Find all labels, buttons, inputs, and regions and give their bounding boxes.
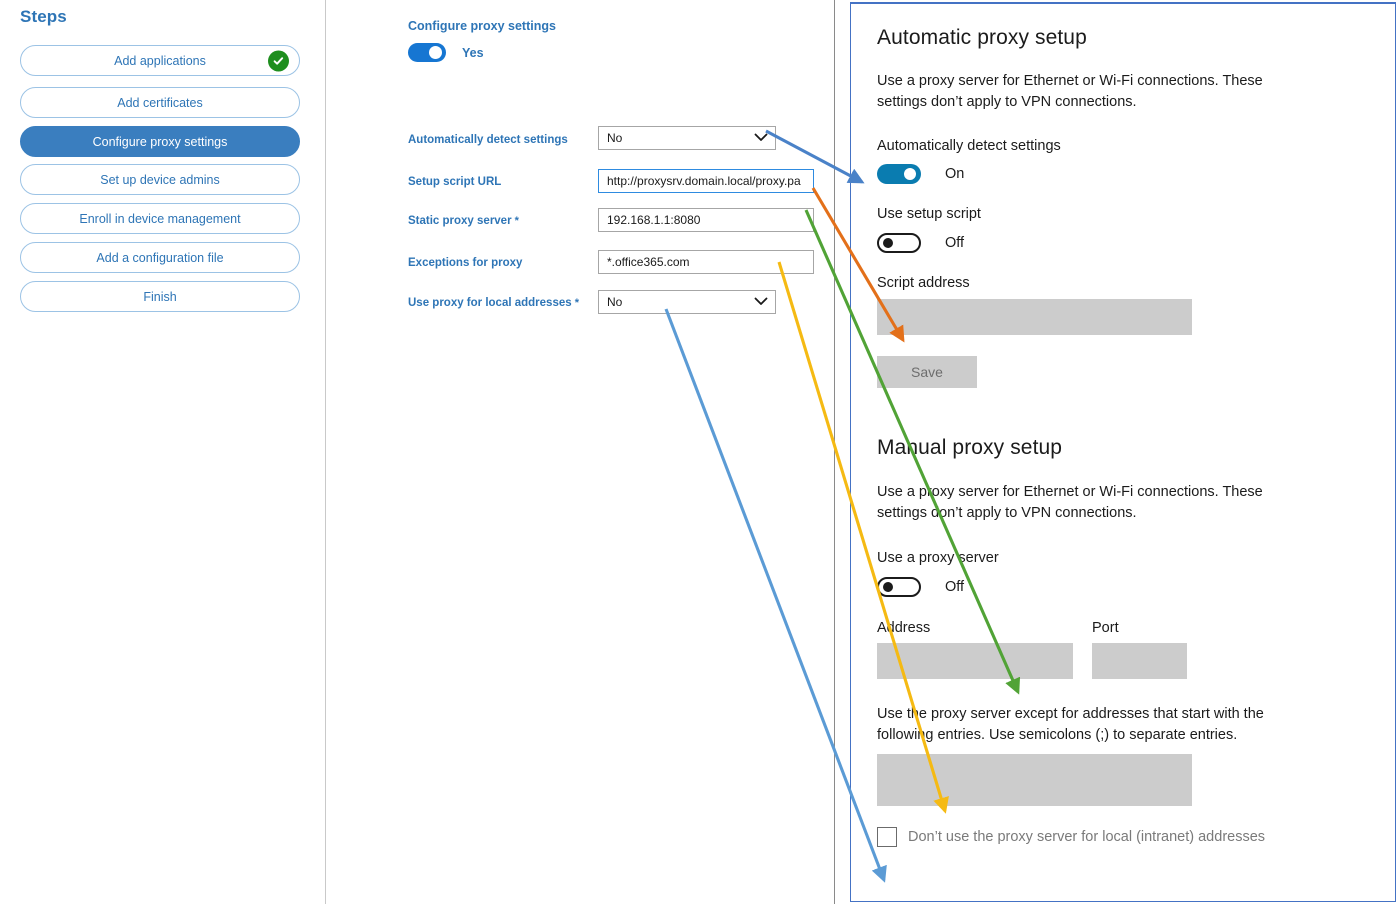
use-setup-script-label: Use setup script	[877, 206, 981, 223]
step-item-add-applications[interactable]: Add applications	[20, 45, 300, 76]
use-a-proxy-server-toggle[interactable]	[877, 577, 921, 598]
required-asterisk: *	[571, 297, 579, 309]
select-automatically-detect-settings[interactable]: No	[598, 126, 776, 150]
use-a-proxy-server-toggle-row: Off	[877, 577, 1377, 598]
step-item-set-up-device-admins[interactable]: Set up device admins	[20, 164, 300, 195]
automatically-detect-settings-toggle[interactable]	[877, 164, 921, 185]
step-label: Add certificates	[117, 95, 203, 110]
input-static-proxy-server[interactable]: 192.168.1.1:8080	[598, 208, 814, 232]
steps-panel-title: Steps	[20, 7, 67, 26]
use-setup-script-state: Off	[945, 235, 965, 252]
save-button[interactable]: Save	[877, 356, 977, 389]
step-item-finish[interactable]: Finish	[20, 281, 300, 312]
port-input[interactable]	[1092, 643, 1187, 680]
script-address-input[interactable]	[877, 299, 1192, 336]
input-setup-script-url[interactable]: http://proxysrv.domain.local/proxy.pa	[598, 169, 814, 193]
automatic-proxy-setup-heading: Automatic proxy setup	[877, 26, 1087, 49]
select-value: No	[607, 295, 623, 309]
step-item-add-certificates[interactable]: Add certificates	[20, 87, 300, 118]
address-group: Address	[877, 620, 1073, 680]
automatically-detect-settings-state: On	[945, 166, 965, 183]
label-use-proxy-for-local-addresses: Use proxy for local addresses *	[408, 297, 579, 309]
bypass-local-addresses-label: Don’t use the proxy server for local (in…	[908, 829, 1266, 846]
use-setup-script-toggle-row: Off	[877, 233, 1377, 254]
address-label: Address	[877, 620, 931, 637]
check-circle-icon	[268, 50, 289, 71]
panel-divider	[834, 0, 835, 904]
automatic-proxy-description: Use a proxy server for Ethernet or Wi-Fi…	[877, 73, 1263, 110]
exceptions-description: Use the proxy server except for addresse…	[877, 706, 1264, 743]
step-item-configure-proxy-settings[interactable]: Configure proxy settings	[20, 126, 300, 157]
port-label: Port	[1092, 620, 1119, 637]
label-static-proxy-server: Static proxy server *	[408, 215, 519, 227]
select-use-proxy-for-local-addresses[interactable]: No	[598, 290, 776, 314]
step-label: Finish	[143, 289, 177, 304]
label-automatically-detect-settings: Automatically detect settings	[408, 134, 568, 146]
bypass-local-addresses-checkbox[interactable]	[877, 827, 897, 848]
windows-settings-content: Automatic proxy setup Use a proxy server…	[877, 4, 1377, 848]
use-a-proxy-server-label: Use a proxy server	[877, 550, 999, 567]
configure-proxy-toggle-row: Yes	[408, 43, 484, 62]
automatically-detect-settings-label: Automatically detect settings	[877, 138, 1061, 155]
exceptions-input[interactable]	[877, 754, 1192, 807]
steps-panel: Steps Add applications Add certificates …	[0, 0, 326, 904]
chevron-down-icon	[754, 295, 768, 309]
proxy-form-panel: Configure proxy settings Yes Automatical…	[326, 0, 834, 904]
configure-proxy-toggle[interactable]	[408, 43, 446, 62]
step-label: Enroll in device management	[79, 211, 241, 226]
windows-proxy-settings-panel: Automatic proxy setup Use a proxy server…	[850, 2, 1396, 902]
step-label: Set up device admins	[100, 172, 220, 187]
automatically-detect-settings-toggle-row: On	[877, 164, 1377, 185]
select-value: No	[607, 131, 623, 145]
address-input[interactable]	[877, 643, 1073, 680]
input-value: *.office365.com	[607, 255, 690, 269]
input-value: http://proxysrv.domain.local/proxy.pa	[607, 174, 801, 188]
use-a-proxy-server-state: Off	[945, 579, 965, 596]
port-group: Port	[1092, 620, 1187, 680]
step-item-add-a-configuration-file[interactable]: Add a configuration file	[20, 242, 300, 273]
script-address-label: Script address	[877, 275, 970, 292]
use-setup-script-toggle[interactable]	[877, 233, 921, 254]
address-port-row: Address Port	[877, 620, 1377, 680]
input-exceptions-for-proxy[interactable]: *.office365.com	[598, 250, 814, 274]
step-label: Add a configuration file	[96, 250, 224, 265]
bypass-local-addresses-row[interactable]: Don’t use the proxy server for local (in…	[877, 827, 1377, 848]
form-section-title: Configure proxy settings	[408, 19, 556, 33]
label-exceptions-for-proxy: Exceptions for proxy	[408, 257, 523, 269]
required-asterisk: *	[511, 215, 519, 227]
manual-proxy-description: Use a proxy server for Ethernet or Wi-Fi…	[877, 484, 1263, 521]
step-label: Add applications	[114, 53, 206, 68]
step-label: Configure proxy settings	[92, 134, 228, 149]
input-value: 192.168.1.1:8080	[607, 213, 701, 227]
chevron-down-icon	[754, 131, 768, 145]
step-item-enroll-in-device-management[interactable]: Enroll in device management	[20, 203, 300, 234]
label-setup-script-url: Setup script URL	[408, 176, 502, 188]
manual-proxy-setup-heading: Manual proxy setup	[877, 436, 1063, 460]
configure-proxy-toggle-label: Yes	[462, 45, 484, 60]
